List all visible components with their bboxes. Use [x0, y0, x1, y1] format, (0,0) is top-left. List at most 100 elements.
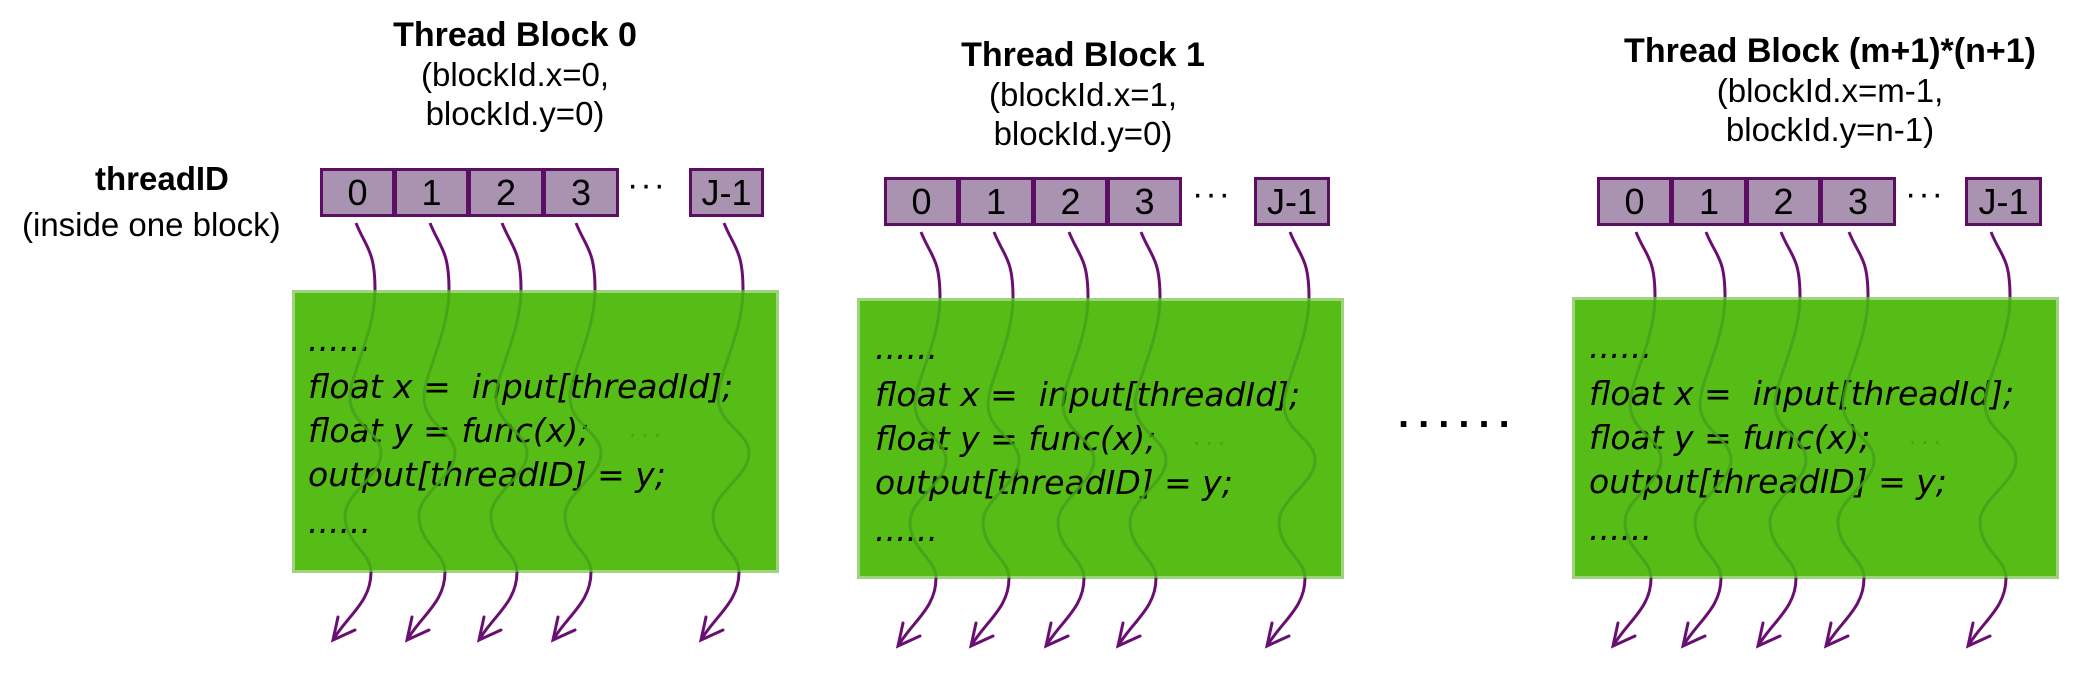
- thread-cell: 3: [1107, 177, 1182, 226]
- arrow-head-icon: [550, 615, 577, 643]
- thread-path-out: [896, 577, 938, 647]
- thread-path-out: [1116, 577, 1158, 647]
- arrow-head-icon: [1043, 621, 1070, 649]
- arrow-head-icon: [1264, 621, 1291, 649]
- threadid-sublabel: (inside one block): [22, 206, 281, 243]
- block-id-x: (blockId.x=m-1,: [1716, 72, 1944, 109]
- thread-path-in: [722, 222, 745, 291]
- thread-cell-last: J-1: [1254, 177, 1330, 226]
- code-line: float y = func(x);: [308, 411, 590, 450]
- code-line: float x = input[threadId];: [308, 367, 734, 406]
- thread-path-in: [500, 222, 523, 291]
- thread-cell: 0: [884, 177, 959, 226]
- thread-path-out: [969, 577, 1011, 647]
- thread-path-in: [992, 231, 1015, 299]
- thread-path-inside: [1128, 297, 1168, 579]
- block-id-y: blockId.y=0): [425, 95, 605, 132]
- thread-path-out: [1824, 577, 1866, 647]
- faint-ellipsis: ···: [628, 418, 665, 449]
- block-id-x: (blockId.x=1,: [988, 76, 1177, 113]
- thread-cell: 3: [1820, 177, 1896, 226]
- thread-cell-last: J-1: [1965, 177, 2042, 226]
- thread-path-out: [551, 571, 593, 641]
- kernel-code-box: [1572, 297, 2059, 579]
- block-title: Thread Block 0: [393, 16, 637, 54]
- thread-path-inside: [1768, 296, 1808, 579]
- arrow-head-icon: [895, 621, 922, 649]
- thread-ellipsis: ···: [627, 166, 667, 204]
- thread-path-out: [699, 571, 741, 641]
- thread-path-in: [1989, 231, 2012, 298]
- thread-path-inside: [1623, 296, 1663, 579]
- code-line: float x = input[threadId];: [1589, 374, 2015, 413]
- thread-path-inside: [417, 289, 457, 573]
- thread-path-in: [574, 222, 597, 291]
- thread-path-inside: [1056, 297, 1096, 579]
- arrow-head-icon: [1680, 621, 1707, 649]
- thread-cell: 1: [394, 168, 469, 217]
- thread-path-out: [1265, 577, 1307, 647]
- thread-cell: 3: [543, 168, 619, 217]
- thread-cell: 1: [958, 177, 1034, 226]
- thread-path-out: [405, 571, 447, 641]
- kernel-code-box: [292, 290, 779, 573]
- thread-path-out: [477, 571, 519, 641]
- thread-path-inside: [489, 289, 529, 573]
- kernel-code-box: [857, 298, 1344, 579]
- arrow-head-icon: [1115, 621, 1142, 649]
- arrow-head-icon: [1610, 621, 1637, 649]
- thread-cell: 0: [1597, 177, 1672, 226]
- thread-cell-last: J-1: [689, 168, 764, 217]
- thread-path-out: [1756, 577, 1798, 647]
- thread-path-inside: [711, 289, 751, 573]
- thread-path-in: [354, 222, 377, 291]
- code-line: float x = input[threadId];: [875, 375, 1301, 414]
- thread-path-in: [1779, 231, 1802, 298]
- thread-path-inside: [981, 297, 1021, 579]
- arrow-head-icon: [330, 615, 357, 643]
- thread-path-out: [1611, 577, 1653, 647]
- thread-path-out: [1966, 577, 2008, 647]
- thread-cell: 2: [1033, 177, 1108, 226]
- thread-cell: 2: [468, 168, 544, 217]
- arrow-head-icon: [404, 615, 431, 643]
- arrow-head-icon: [1823, 621, 1850, 649]
- block-id-x: (blockId.x=0,: [420, 56, 609, 93]
- code-line: output[threadID] = y;: [875, 463, 1233, 502]
- arrow-head-icon: [698, 615, 725, 643]
- thread-path-in: [1847, 231, 1870, 298]
- thread-ellipsis: ···: [1905, 175, 1945, 213]
- thread-path-out: [331, 571, 373, 641]
- thread-path-in: [1067, 231, 1090, 299]
- thread-path-inside: [343, 289, 383, 573]
- threadid-label: threadID: [95, 160, 229, 197]
- arrow-head-icon: [968, 621, 995, 649]
- thread-path-inside: [1836, 296, 1876, 579]
- thread-path-in: [1139, 231, 1162, 299]
- thread-path-in: [919, 231, 942, 299]
- thread-path-in: [1634, 231, 1657, 298]
- code-line: ......: [1589, 509, 1652, 548]
- faint-ellipsis: ···: [1908, 425, 1945, 456]
- arrow-head-icon: [1755, 621, 1782, 649]
- thread-path-in: [1704, 231, 1727, 298]
- block-title: Thread Block (m+1)*(n+1): [1624, 32, 2036, 70]
- thread-path-inside: [908, 297, 948, 579]
- thread-path-inside: [1693, 296, 1733, 579]
- block-id-y: blockId.y=0): [993, 115, 1173, 152]
- faint-ellipsis: ···: [1192, 426, 1229, 457]
- thread-cell: 1: [1671, 177, 1747, 226]
- thread-path-in: [1288, 231, 1311, 299]
- thread-path-out: [1681, 577, 1723, 647]
- code-line: ......: [875, 510, 938, 549]
- blocks-ellipsis: ......: [1398, 392, 1519, 436]
- code-line: ......: [308, 502, 371, 541]
- thread-path-inside: [563, 289, 603, 573]
- thread-path-out: [1044, 577, 1086, 647]
- block-id-y: blockId.y=n-1): [1725, 111, 1935, 148]
- thread-ellipsis: ···: [1192, 175, 1232, 213]
- thread-cell: 2: [1746, 177, 1821, 226]
- arrow-head-icon: [476, 615, 503, 643]
- arrow-head-icon: [1965, 621, 1992, 649]
